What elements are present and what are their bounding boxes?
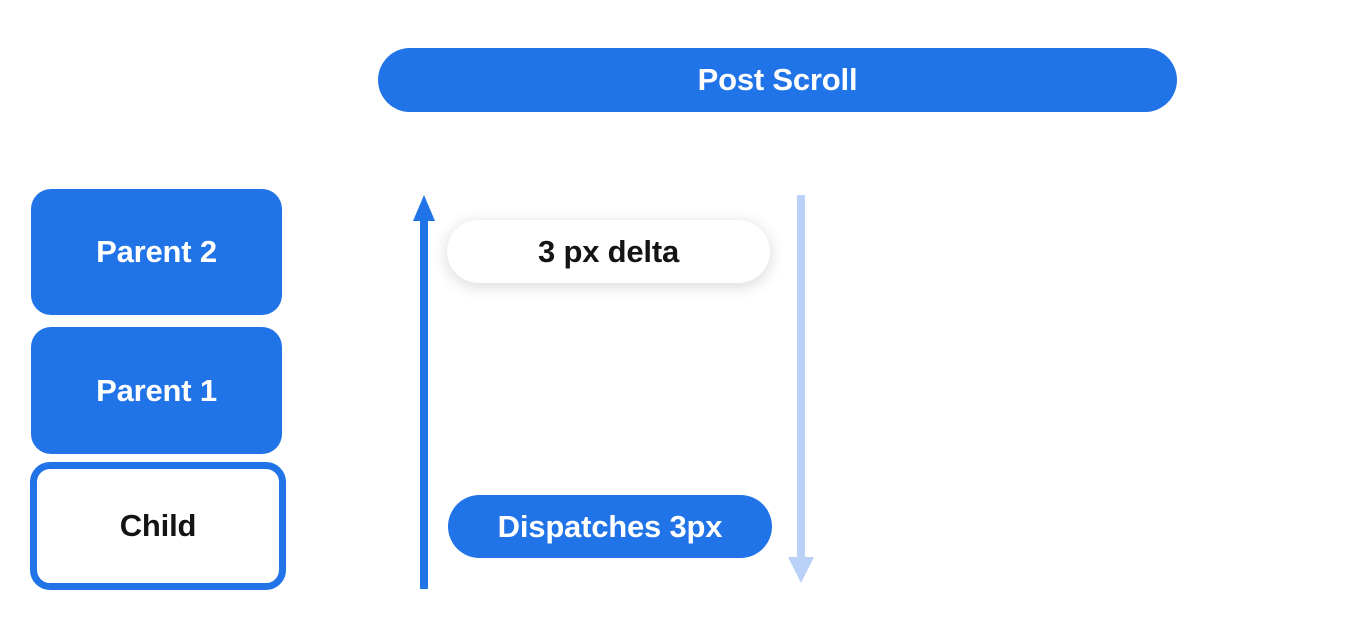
up-arrow-head xyxy=(413,195,435,221)
parent1-label: Parent 1 xyxy=(96,372,217,408)
post-scroll-label: Post Scroll xyxy=(697,62,858,97)
up-arrow-shaft xyxy=(420,219,428,589)
delta-pill: 3 px delta xyxy=(447,220,770,283)
down-arrow-shaft xyxy=(797,195,805,559)
dispatch-label: Dispatches 3px xyxy=(497,508,723,544)
down-arrow-icon xyxy=(788,195,814,583)
post-scroll-banner: Post Scroll xyxy=(378,48,1177,112)
child-box: Child xyxy=(30,462,286,590)
delta-label: 3 px delta xyxy=(538,233,679,269)
parent1-box: Parent 1 xyxy=(31,327,282,454)
up-arrow-icon xyxy=(413,195,435,590)
dispatch-pill: Dispatches 3px xyxy=(448,495,772,558)
down-arrow-head xyxy=(788,557,814,583)
child-label: Child xyxy=(119,508,197,543)
parent2-box: Parent 2 xyxy=(31,189,282,315)
parent2-label: Parent 2 xyxy=(96,234,217,269)
